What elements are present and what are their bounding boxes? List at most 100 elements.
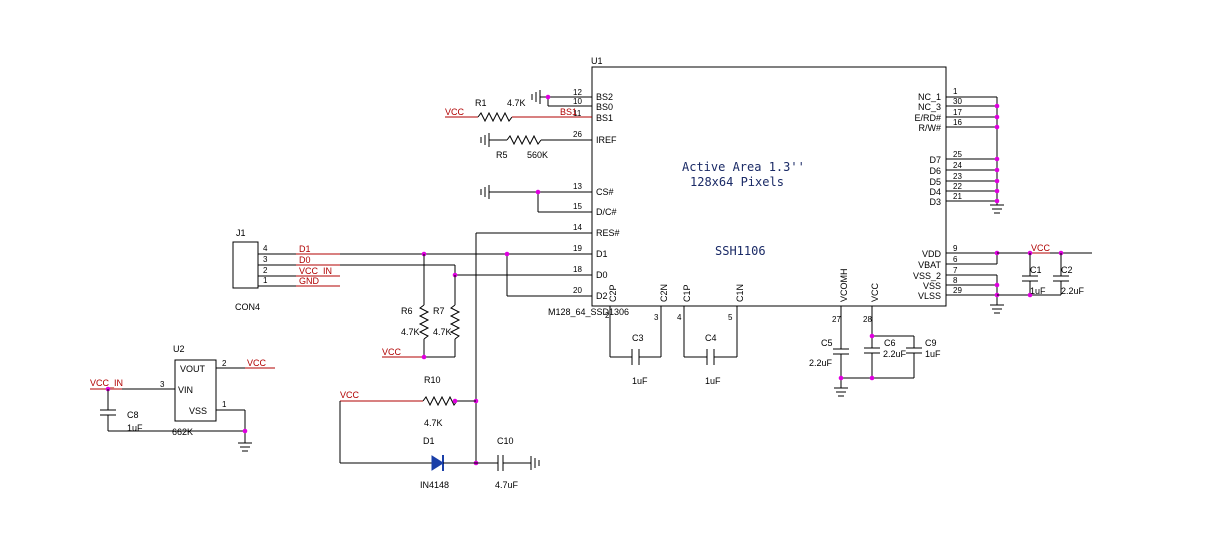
u1-chip: U1 M128_64_SSD1306 SSH1106 Active Area 1…	[548, 56, 997, 330]
diode-d1	[431, 455, 444, 471]
u1-pin-num-nc3: 30	[953, 97, 962, 106]
u1-pin-num-vdd: 9	[953, 244, 958, 253]
junction	[869, 375, 875, 381]
j1-ref: J1	[236, 228, 246, 238]
u1-pin-num-bs1: 11	[573, 109, 582, 118]
c8-ref: C8	[127, 410, 139, 420]
u1-pin-num-d0: 18	[573, 265, 582, 274]
ground-symbol	[530, 456, 540, 470]
c9-value: 1uF	[925, 349, 941, 359]
c2-ref: C2	[1061, 265, 1073, 275]
capacitor-c8	[100, 409, 116, 416]
c1-ref: C1	[1030, 265, 1042, 275]
u1-pin-name-cs: CS#	[596, 187, 614, 197]
u1-right-wiring: VCC C1 1uF C2 2.2uF	[990, 97, 1092, 314]
u1-pin-num-res: 14	[573, 223, 582, 232]
u1-pin-name-erd: E/RD#	[914, 113, 941, 123]
u1-pin-name-c1n: C1N	[735, 284, 745, 302]
junction	[994, 103, 1000, 109]
u1-pin-num-c1n: 5	[728, 313, 733, 322]
ground-symbol	[238, 442, 252, 452]
u1-pin-num-d1: 19	[573, 244, 582, 253]
c3-ref: C3	[632, 333, 644, 343]
resistor-r5	[506, 134, 542, 146]
u1-pin-num-vlss: 29	[953, 286, 962, 295]
resistor-r7	[449, 304, 461, 340]
u1-pin-name-d0: D0	[596, 270, 608, 280]
j1-part: CON4	[235, 302, 260, 312]
r7-value: 4.7K	[433, 327, 452, 337]
ground-symbol	[990, 204, 1004, 214]
u1-pin-name-vdd: VDD	[922, 249, 942, 259]
u1-pin-name-vss: VSS	[923, 281, 941, 291]
u1-chip-name: SSH1106	[715, 244, 766, 258]
u1-pin-name-vbat: VBAT	[918, 260, 941, 270]
junction	[545, 94, 551, 100]
capacitor-c2	[1053, 275, 1069, 282]
junction	[994, 188, 1000, 194]
r1-ref: R1	[475, 98, 487, 108]
junction	[994, 167, 1000, 173]
c6-value: 2.2uF	[883, 349, 907, 359]
net-label-gnd: GND	[299, 276, 320, 286]
u1-pin-name-nc3: NC_3	[918, 102, 941, 112]
r1-value: 4.7K	[507, 98, 526, 108]
junction	[452, 398, 458, 404]
u2-pin-num-vss: 1	[222, 400, 227, 409]
d1-ref: D1	[423, 436, 435, 446]
u1-pin-num-iref: 26	[573, 130, 582, 139]
junction	[994, 198, 1000, 204]
u1-pin-num-erd: 17	[953, 108, 962, 117]
j1-pin-num-3: 3	[263, 255, 268, 264]
u1-pin-name-d6: D6	[929, 166, 941, 176]
capacitor-c1	[1022, 275, 1038, 282]
u1-pin-num-vbat: 6	[953, 255, 958, 264]
net-label-vcc: VCC	[382, 347, 402, 357]
u1-pin-num-d6: 24	[953, 161, 962, 170]
junction	[869, 333, 875, 339]
data-line-wiring: R6 4.7K R7 4.7K VCC	[382, 251, 566, 360]
capacitor-c6	[864, 347, 880, 354]
capacitor-c9	[906, 347, 922, 354]
u2-regulator: U2 662K VOUT VIN VSS 2 VCC VCC_IN 3 1 C8…	[90, 344, 275, 452]
ground-symbol	[834, 387, 848, 397]
j1-pin-num-4: 4	[263, 244, 268, 253]
r6-ref: R6	[401, 306, 413, 316]
ground-symbol	[480, 133, 490, 147]
c10-value: 4.7uF	[495, 480, 519, 490]
d1-part: IN4148	[420, 480, 449, 490]
u1-pin-name-bs0: BS0	[596, 102, 613, 112]
u1-pin-name-vcc: VCC	[870, 282, 880, 302]
resistor-r6	[418, 304, 430, 340]
u1-pin-name-d7: D7	[929, 155, 941, 165]
u1-pin-num-rw: 16	[953, 118, 962, 127]
u1-pin-num-bs2: 12	[573, 88, 582, 97]
j1-connector: J1 CON4 4 3 2 1 D1 D0 VCC_IN GND	[232, 228, 566, 312]
u1-part: M128_64_SSD1306	[548, 307, 629, 317]
c5-ref: C5	[821, 338, 833, 348]
j1-pin-num-1: 1	[263, 276, 268, 285]
u1-pin-num-vss2: 7	[953, 266, 958, 275]
junction	[421, 354, 427, 360]
u1-pin-num-vcc: 28	[863, 315, 872, 324]
c2-value: 2.2uF	[1061, 286, 1085, 296]
u1-pin-num-nc1: 1	[953, 87, 958, 96]
junction	[994, 124, 1000, 130]
u2-pin-name-vin: VIN	[178, 385, 193, 395]
net-label-vcc: VCC	[247, 358, 267, 368]
u1-pin-name-d1: D1	[596, 249, 608, 259]
net-label-bs1: BS1	[560, 107, 577, 117]
u2-pin-name-vout: VOUT	[180, 364, 206, 374]
u2-pin-name-vss: VSS	[189, 406, 207, 416]
u1-pin-num-d2: 20	[573, 286, 582, 295]
u1-pin-name-iref: IREF	[596, 135, 617, 145]
u1-pin-name-d4: D4	[929, 187, 941, 197]
u1-left-pins: 12 10 11 26 13 15 14 19 18 20 BS2 BS0 BS…	[566, 88, 620, 301]
r5-ref: R5	[496, 150, 508, 160]
junction	[994, 156, 1000, 162]
u1-pin-num-cs: 13	[573, 182, 582, 191]
capacitor-c3	[631, 349, 640, 365]
junction	[242, 428, 248, 434]
u1-pin-num-d5: 23	[953, 172, 962, 181]
junction	[994, 282, 1000, 288]
